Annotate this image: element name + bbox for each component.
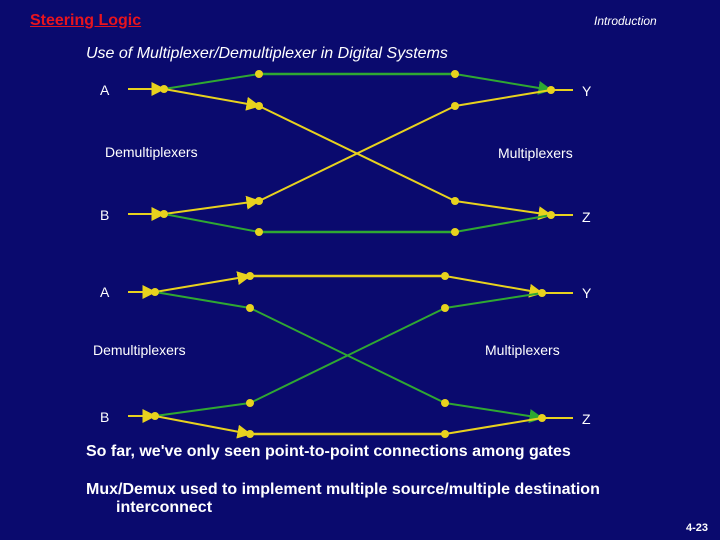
slide-subtitle: Use of Multiplexer/Demultiplexer in Digi… (86, 45, 448, 62)
diagram-2: A B Y Z Demultiplexers Multiplexers (93, 271, 592, 439)
diagram-1: A B Y Z Demultiplexers Multiplexers (100, 70, 592, 236)
multiplexers-label: Multiplexers (485, 342, 560, 358)
wire-demux-a-bottom (163, 88, 261, 111)
wire-demux-b-top (163, 195, 261, 215)
input-a-label: A (100, 284, 110, 300)
wire-demux-b-bottom (163, 213, 260, 233)
bullet-point-mux-demux: Mux/Demux used to implement multiple sou… (86, 481, 600, 498)
output-z-label: Z (582, 209, 591, 225)
input-b-label: B (100, 409, 109, 425)
wire-mux-y-bottom (454, 89, 552, 107)
wire-demux-b-bottom (154, 415, 252, 439)
wire-mux-z-top (454, 200, 553, 221)
bullet-point-connections: So far, we've only seen point-to-point c… (86, 443, 571, 460)
input-a-label: A (100, 82, 110, 98)
demultiplexers-label: Demultiplexers (105, 144, 198, 160)
multiplexers-label: Multiplexers (498, 145, 573, 161)
page-number: 4-23 (686, 522, 709, 534)
wire-mux-z-bottom (454, 214, 552, 233)
slide-title: Steering Logic (30, 12, 142, 29)
bus-b-to-y (249, 307, 446, 404)
wire-mux-z-bottom (444, 417, 543, 435)
section-label: Introduction (594, 14, 657, 28)
wire-demux-a-bottom (154, 291, 251, 309)
wire-demux-b-top (154, 402, 251, 417)
wire-demux-a-top (163, 73, 260, 90)
demultiplexers-label: Demultiplexers (93, 342, 186, 358)
wire-demux-a-top (154, 271, 252, 293)
wire-mux-y-top (444, 275, 544, 298)
output-z-label: Z (582, 411, 591, 427)
wire-mux-y-top (454, 73, 553, 95)
bus-b-to-y (258, 105, 456, 202)
wire-mux-z-top (444, 402, 544, 423)
output-y-label: Y (582, 83, 592, 99)
diagram-1-nodes (160, 70, 555, 236)
wire-mux-y-bottom (444, 292, 543, 309)
output-y-label: Y (582, 285, 592, 301)
input-b-label: B (100, 207, 109, 223)
diagram-2-nodes (151, 272, 546, 438)
bullet-point-mux-demux-continued: interconnect (116, 499, 213, 516)
